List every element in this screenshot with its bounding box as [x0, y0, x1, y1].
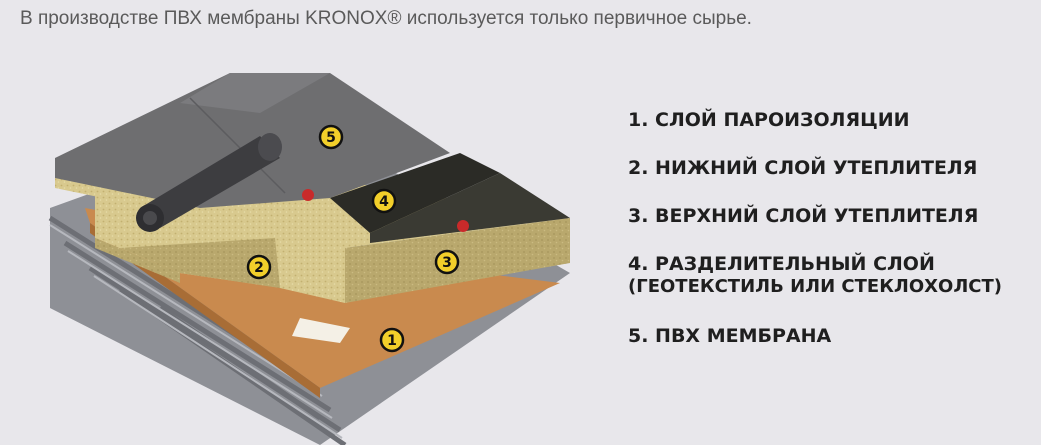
svg-text:5: 5: [326, 130, 336, 146]
legend-item-label: 2. НИЖНИЙ СЛОЙ УТЕПЛИТЕЛЯ: [628, 157, 978, 179]
svg-text:1: 1: [387, 333, 397, 349]
legend-item-label: 5. ПВХ МЕМБРАНА: [628, 325, 832, 347]
legend-item-sublabel: (ГЕОТЕКСТИЛЬ ИЛИ СТЕКЛОХОЛСТ): [628, 276, 1003, 297]
legend-item-lower-insulation: 2. НИЖНИЙ СЛОЙ УТЕПЛИТЕЛЯ: [628, 156, 1002, 180]
svg-text:2: 2: [254, 260, 264, 276]
pvc-membrane-layer: [55, 73, 450, 232]
intro-text: В производстве ПВХ мембраны KRONOX® испо…: [20, 8, 752, 29]
legend-item-upper-insulation: 3. ВЕРХНИЙ СЛОЙ УТЕПЛИТЕЛЯ: [628, 204, 1002, 228]
svg-text:4: 4: [379, 194, 389, 210]
legend-item-separation-layer: 4. РАЗДЕЛИТЕЛЬНЫЙ СЛОЙ (ГЕОТЕКСТИЛЬ ИЛИ …: [628, 252, 1002, 298]
marker-4: 4: [371, 188, 397, 214]
marker-5: 5: [318, 124, 344, 150]
marker-2: 2: [246, 254, 272, 280]
layer-legend: 1. СЛОЙ ПАРОИЗОЛЯЦИИ 2. НИЖНИЙ СЛОЙ УТЕП…: [628, 108, 1002, 372]
separation-layer: [330, 153, 570, 243]
legend-item-pvc-membrane: 5. ПВХ МЕМБРАНА: [628, 324, 1002, 348]
roof-layers-diagram: 1 2 3 4 5: [48, 73, 570, 445]
legend-item-vapor-barrier: 1. СЛОЙ ПАРОИЗОЛЯЦИИ: [628, 108, 1002, 132]
marker-1: 1: [379, 327, 405, 353]
svg-text:3: 3: [442, 255, 452, 271]
membrane-roll: [136, 133, 282, 232]
fastener-icon: [302, 189, 314, 201]
marker-3: 3: [434, 249, 460, 275]
legend-item-label: 1. СЛОЙ ПАРОИЗОЛЯЦИИ: [628, 109, 910, 131]
legend-item-label: 4. РАЗДЕЛИТЕЛЬНЫЙ СЛОЙ: [628, 253, 935, 275]
fastener-icon: [457, 220, 469, 232]
legend-item-label: 3. ВЕРХНИЙ СЛОЙ УТЕПЛИТЕЛЯ: [628, 205, 979, 227]
